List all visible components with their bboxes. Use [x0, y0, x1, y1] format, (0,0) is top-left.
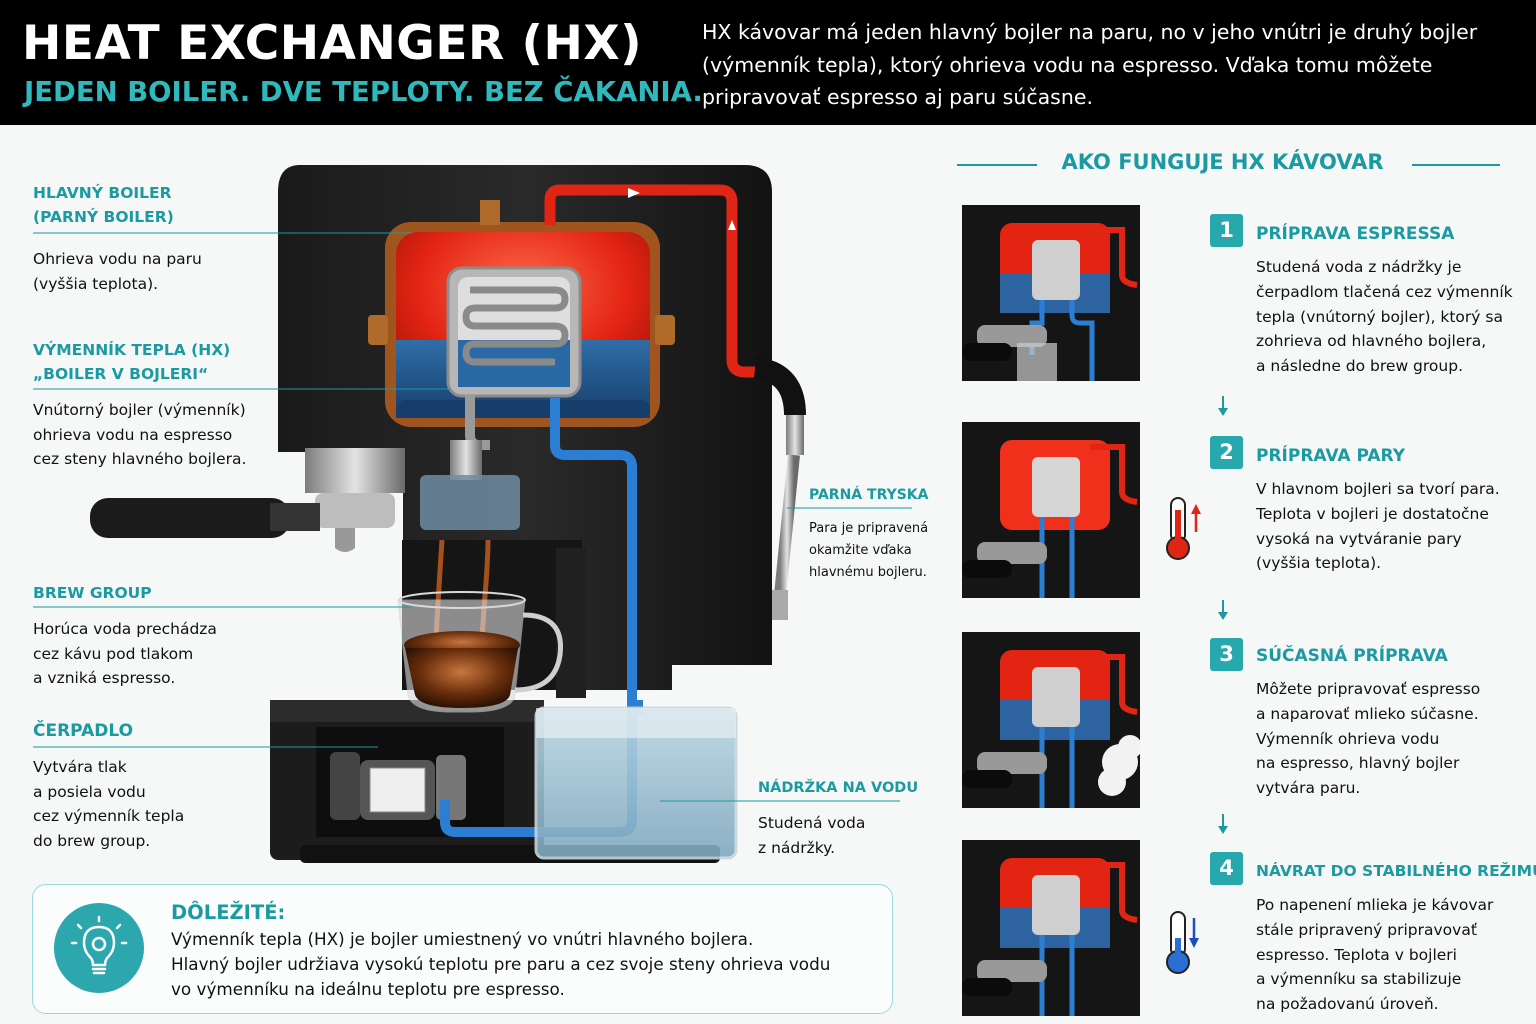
step-1-text: Studená voda z nádržky je čerpadlom tlač… [1256, 258, 1513, 376]
hx-title: VÝMENNÍK TEPLA (HX) „BOILER V BOJLERI“ [33, 341, 231, 383]
step-4-number: 4 [1210, 852, 1243, 885]
water-tank-text: Studená voda z nádržky. [758, 814, 866, 857]
how-it-works-title: AKO FUNGUJE HX KÁVOVAR [1061, 150, 1384, 174]
important-title: DÔLEŽITÉ: [171, 901, 286, 924]
step-3-thumbnail [962, 632, 1140, 808]
intro-text: HX kávovar má jeden hlavný bojler na par… [702, 20, 1478, 109]
page-subtitle: JEDEN BOILER. DVE TEPLOTY. BEZ ČAKANIA. [24, 76, 703, 108]
steam-wand-text: Para je pripravená okamžite vďaka hlavné… [809, 521, 929, 580]
pump-text: Vytvára tlak a posiela vodu cez výmenník… [33, 758, 185, 850]
step-4-title: NÁVRAT DO STABILNÉHO REŽIMU [1256, 862, 1536, 880]
step-3-number: 3 [1210, 638, 1243, 671]
step-2-text: V hlavnom bojleri sa tvorí para. Teplota… [1256, 480, 1500, 573]
step-3-text: Môžete pripravovať espresso a naparovať … [1256, 680, 1481, 798]
title-rule-right [1412, 164, 1500, 166]
arrow-down-icon [1218, 600, 1228, 620]
important-note: DÔLEŽITÉ: Výmenník tepla (HX) je bojler … [32, 884, 893, 1014]
step-2-title: PRÍPRAVA PARY [1256, 446, 1406, 466]
lightbulb-gear-icon [54, 903, 144, 993]
brew-group-title: BREW GROUP [33, 584, 152, 602]
title-rule-left [957, 164, 1037, 166]
step-3-title: SÚČASNÁ PRÍPRAVA [1256, 646, 1448, 666]
hx-text: Vnútorný bojler (výmenník) ohrieva vodu … [33, 401, 247, 468]
step-4-text: Po napenení mlieka je kávovar stále prip… [1256, 896, 1494, 1014]
thermometer-up-icon [1166, 497, 1201, 560]
step-2-number: 2 [1210, 436, 1243, 469]
brew-group-text: Horúca voda prechádza cez kávu pod tlako… [33, 620, 217, 687]
important-text: Výmenník tepla (HX) je bojler umiestnený… [171, 929, 831, 999]
water-tank-title: NÁDRŽKA NA VODU [758, 780, 919, 796]
steam-cloud-icon [1098, 735, 1140, 796]
main-boiler-text: Ohrieva vodu na paru (vyššia teplota). [33, 250, 202, 293]
step-1-number: 1 [1210, 214, 1243, 247]
pump-title: ČERPADLO [33, 721, 134, 741]
step-2-thumbnail [962, 422, 1140, 598]
main-boiler-title: HLAVNÝ BOILER (PARNÝ BOILER) [33, 184, 174, 226]
arrow-down-icon [1218, 814, 1228, 834]
step-1-thumbnail [962, 205, 1140, 381]
page-title: HEAT EXCHANGER (HX) [22, 16, 643, 71]
step-4-thumbnail [962, 840, 1140, 1016]
steam-wand-title: PARNÁ TRYSKA [809, 487, 929, 503]
step-1-title: PRÍPRAVA ESPRESSA [1256, 224, 1455, 244]
thermometer-down-icon [1166, 911, 1199, 974]
arrow-down-icon [1218, 396, 1228, 416]
header-bar: HEAT EXCHANGER (HX) JEDEN BOILER. DVE TE… [0, 0, 1536, 125]
